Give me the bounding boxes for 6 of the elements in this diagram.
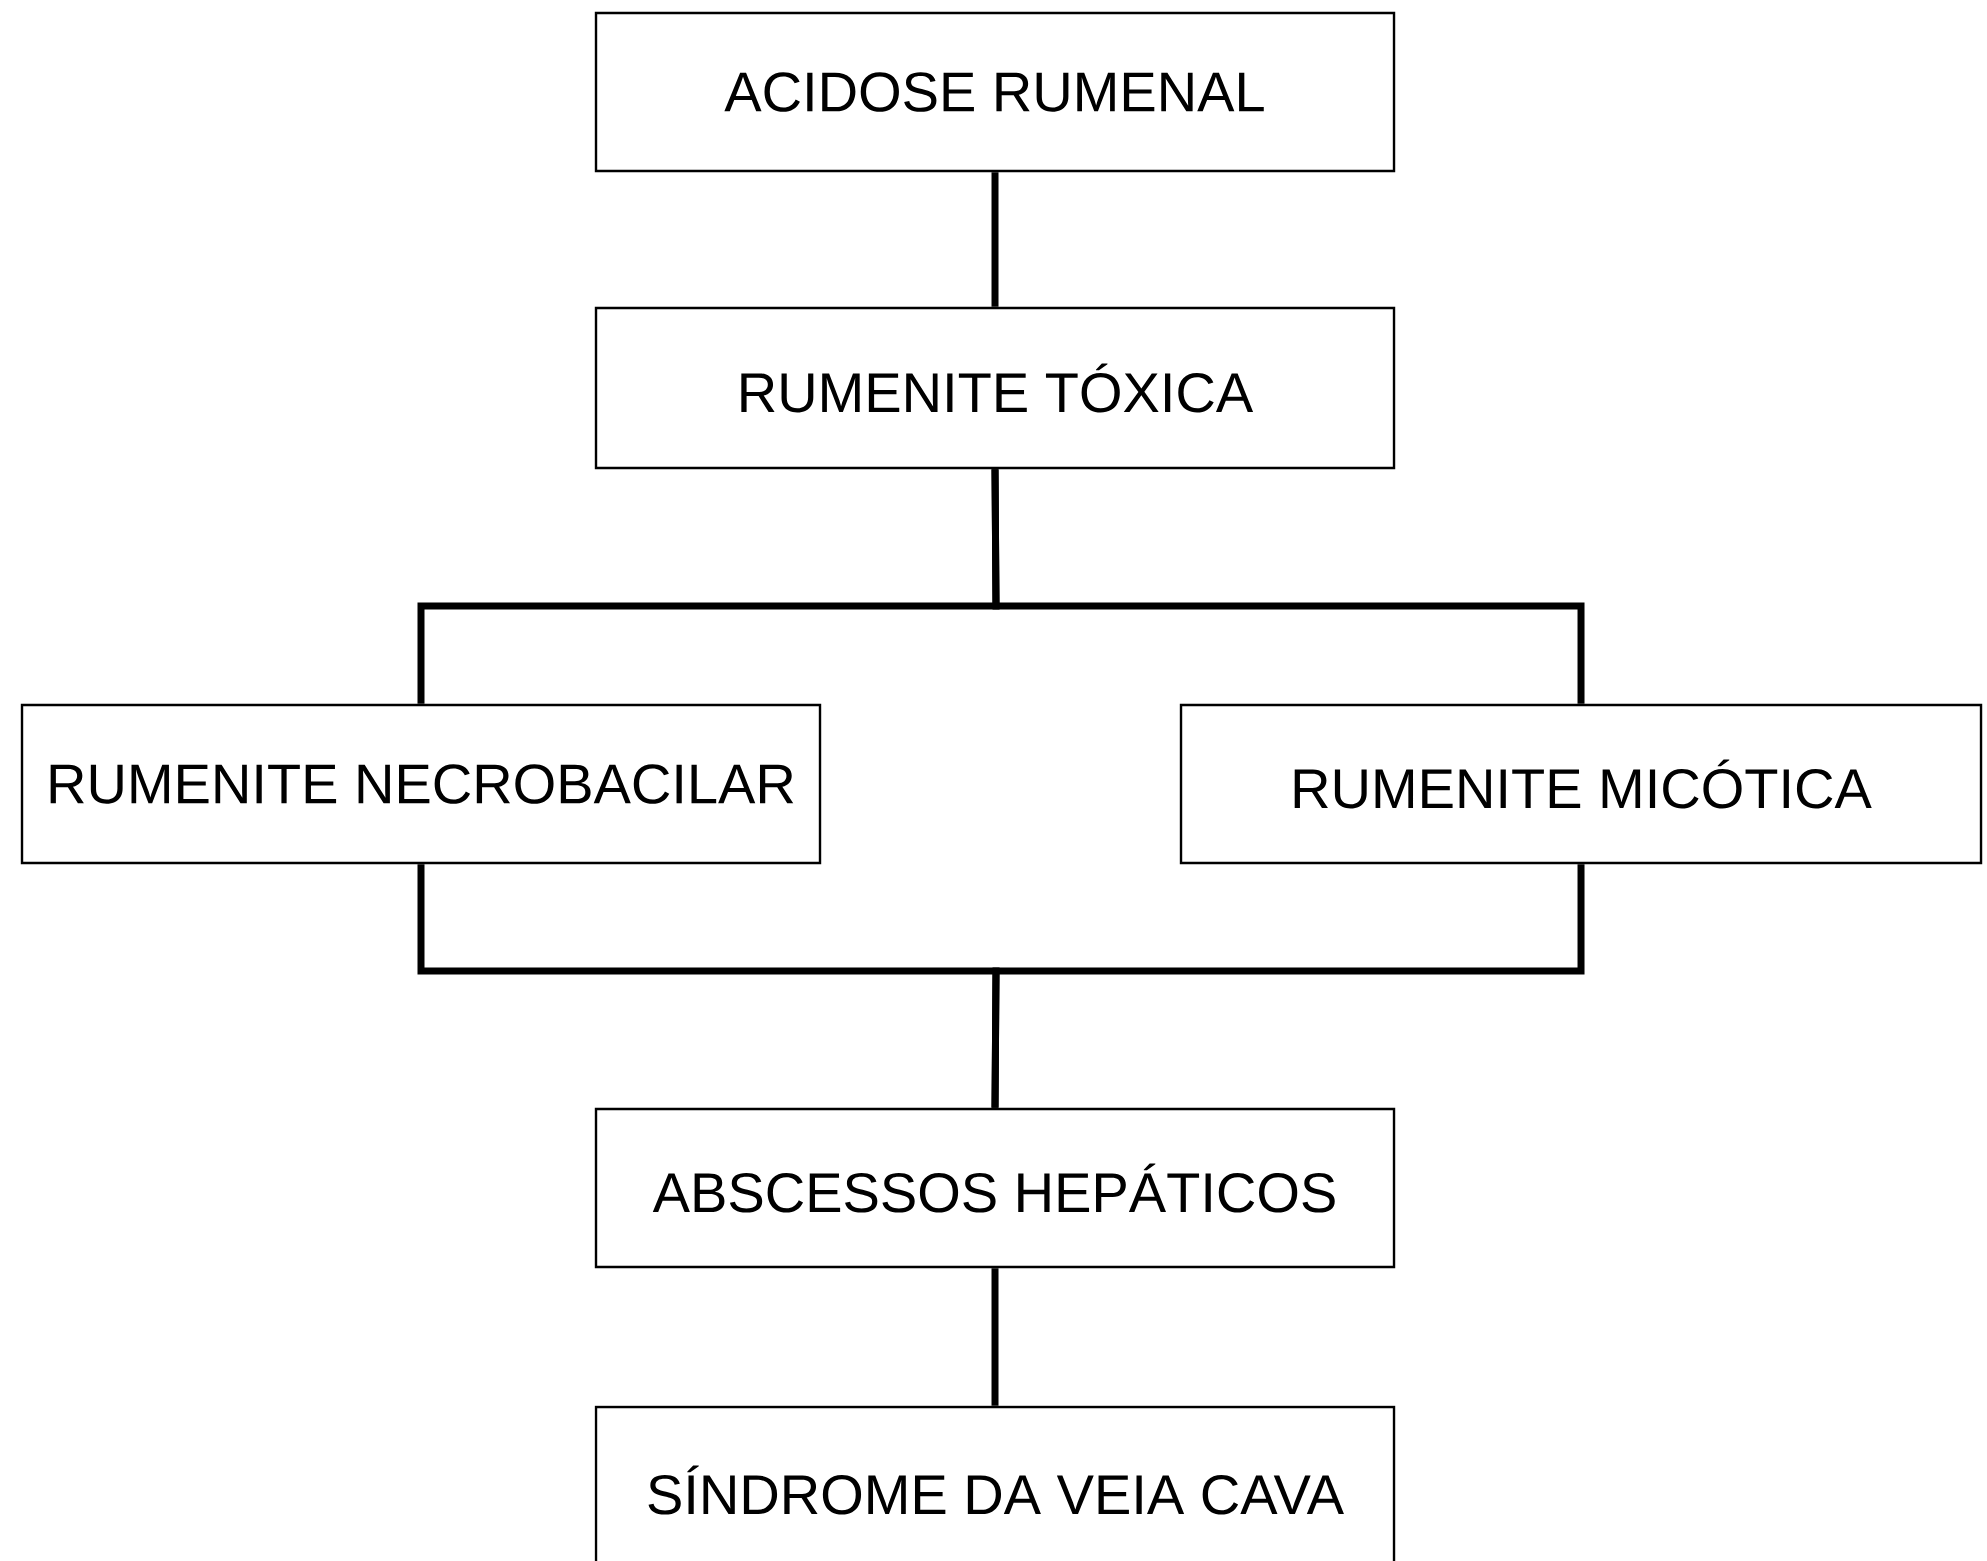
process-box: ABSCESSOS HEPÁTICOS — [594, 1107, 1396, 1269]
process-box: ACIDOSE RUMENAL — [594, 11, 1396, 173]
process-box: RUMENITE MICÓTICA — [1179, 703, 1983, 865]
process-box: RUMENITE TÓXICA — [594, 306, 1396, 470]
process-box: SÍNDROME DA VEIA CAVA — [594, 1405, 1396, 1561]
process-box: RUMENITE NECROBACILAR — [20, 703, 822, 865]
